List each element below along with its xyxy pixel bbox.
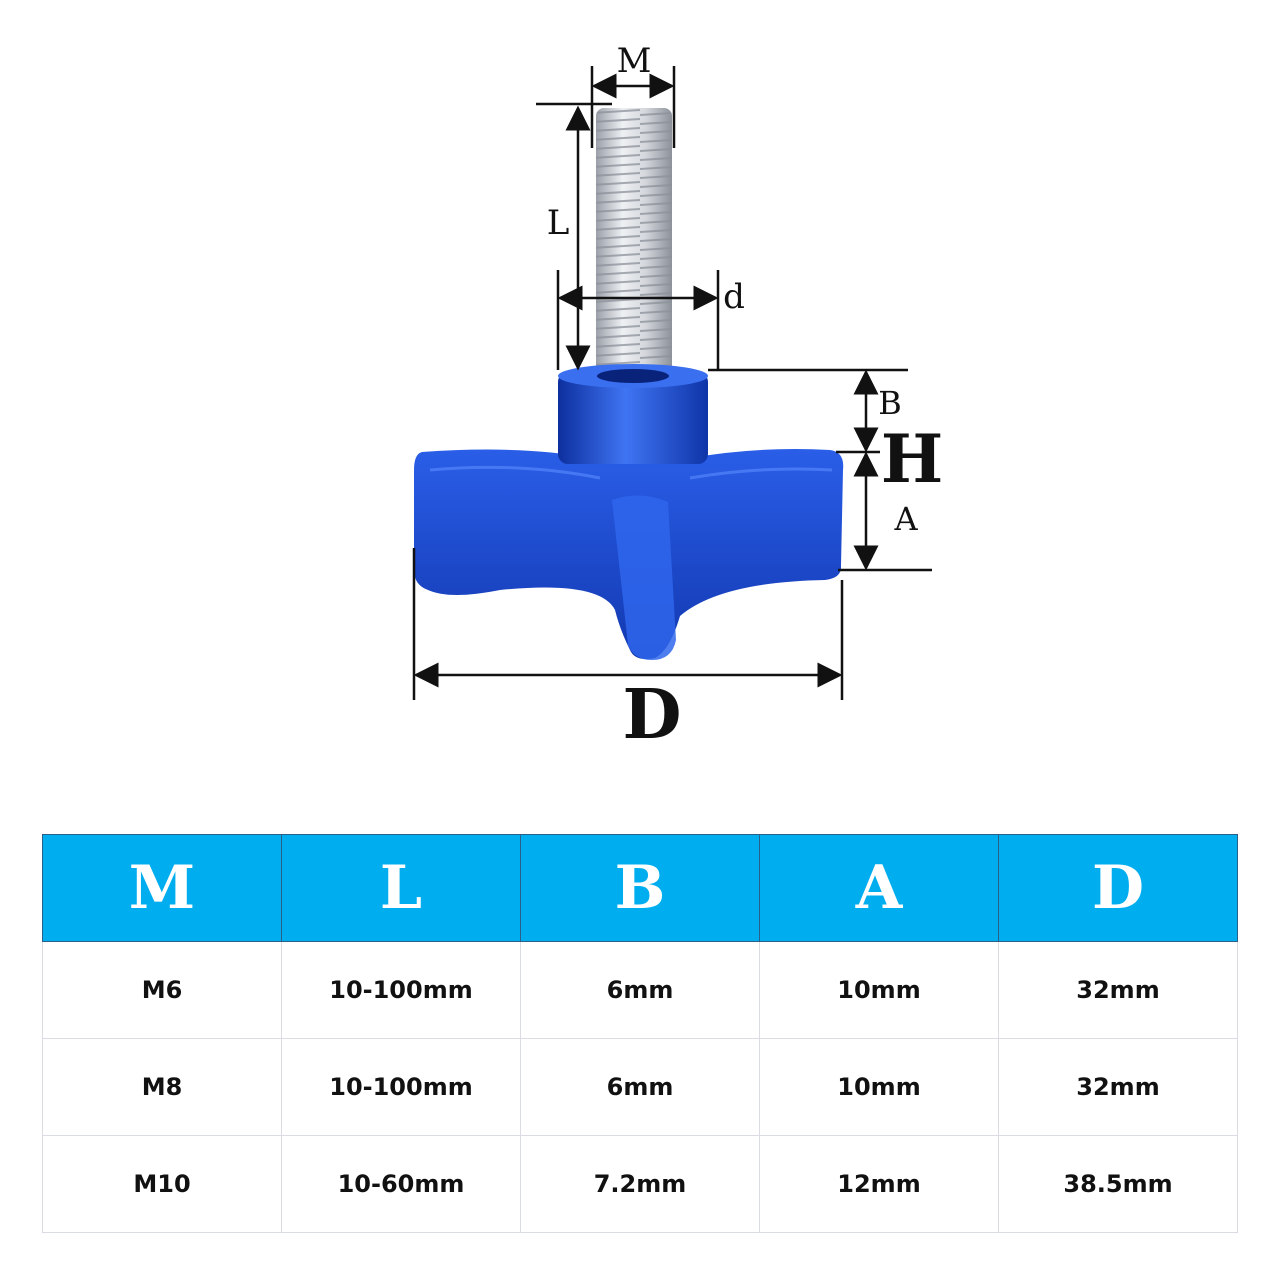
table-header-row: M L B A D (42, 834, 1238, 942)
header-d: D (998, 834, 1238, 942)
cell-a: 10mm (759, 1038, 999, 1136)
cell-l: 10-100mm (281, 1038, 521, 1136)
header-m: M (42, 834, 282, 942)
cell-m: M10 (42, 1135, 282, 1233)
table-row: M8 10-100mm 6mm 10mm 32mm (42, 1038, 1238, 1136)
cell-l: 10-100mm (281, 941, 521, 1039)
header-a: A (759, 834, 999, 942)
cell-d: 38.5mm (998, 1135, 1238, 1233)
knob-front-lobe (612, 495, 676, 660)
cell-b: 7.2mm (520, 1135, 760, 1233)
knob-hub (558, 372, 708, 464)
label-h: H (881, 420, 943, 498)
table-row: M6 10-100mm 6mm 10mm 32mm (42, 941, 1238, 1039)
cell-m: M8 (42, 1038, 282, 1136)
label-l: L (547, 203, 570, 243)
label-a: A (893, 500, 918, 538)
cell-m: M6 (42, 941, 282, 1039)
cell-d: 32mm (998, 1038, 1238, 1136)
header-l: L (281, 834, 521, 942)
header-b: B (520, 834, 760, 942)
label-m: M (617, 41, 652, 81)
table-row: M10 10-60mm 7.2mm 12mm 38.5mm (42, 1135, 1238, 1233)
cell-d: 32mm (998, 941, 1238, 1039)
label-b: B (878, 384, 902, 422)
dimension-lines (412, 66, 932, 700)
cell-b: 6mm (520, 941, 760, 1039)
cell-l: 10-60mm (281, 1135, 521, 1233)
spec-table: M L B A D M6 10-100mm 6mm 10mm 32mm M8 1… (42, 834, 1238, 1233)
threaded-screw (596, 108, 672, 376)
cell-a: 10mm (759, 941, 999, 1039)
cell-a: 12mm (759, 1135, 999, 1233)
label-d-small: d (723, 277, 745, 317)
cell-b: 6mm (520, 1038, 760, 1136)
star-knob (414, 364, 844, 660)
label-d-large: D (623, 675, 682, 755)
knob-dimension-diagram: M L d B H A D (412, 41, 943, 755)
